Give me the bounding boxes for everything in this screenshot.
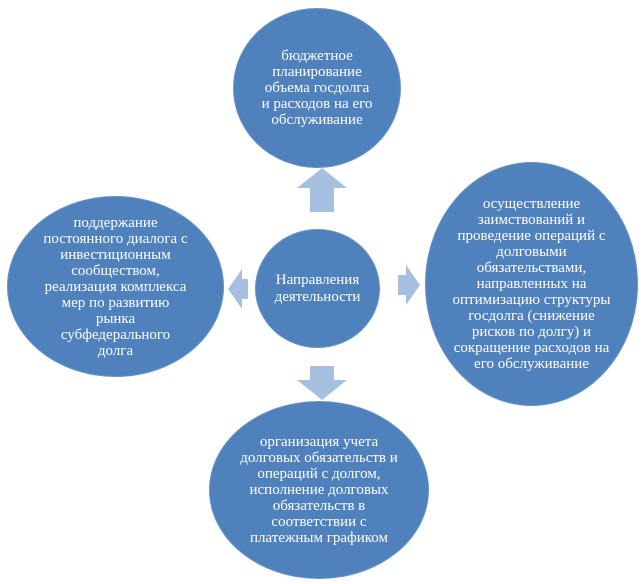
center-node: Направления деятельности bbox=[255, 229, 380, 348]
node-borrowing-operations: осуществление заимствований и проведение… bbox=[425, 162, 638, 406]
arrow-left-icon bbox=[228, 269, 248, 309]
node-debt-accounting: организация учета долговых обязательств … bbox=[209, 401, 429, 579]
node-budget-planning: бюджетное планирование объема госдолга и… bbox=[233, 8, 401, 168]
node-investor-dialogue-label: поддержание постоянного диалога с инвест… bbox=[43, 214, 188, 359]
node-budget-planning-label: бюджетное планирование объема госдолга и… bbox=[261, 48, 373, 128]
node-investor-dialogue: поддержание постоянного диалога с инвест… bbox=[7, 196, 224, 377]
arrow-right-icon bbox=[398, 265, 420, 305]
center-node-label: Направления деятельности bbox=[274, 271, 361, 305]
arrow-down-icon bbox=[297, 366, 347, 400]
arrow-up-icon bbox=[297, 168, 347, 212]
node-debt-accounting-label: организация учета долговых обязательств … bbox=[240, 434, 398, 546]
node-borrowing-operations-label: осуществление заимствований и проведение… bbox=[452, 196, 611, 372]
